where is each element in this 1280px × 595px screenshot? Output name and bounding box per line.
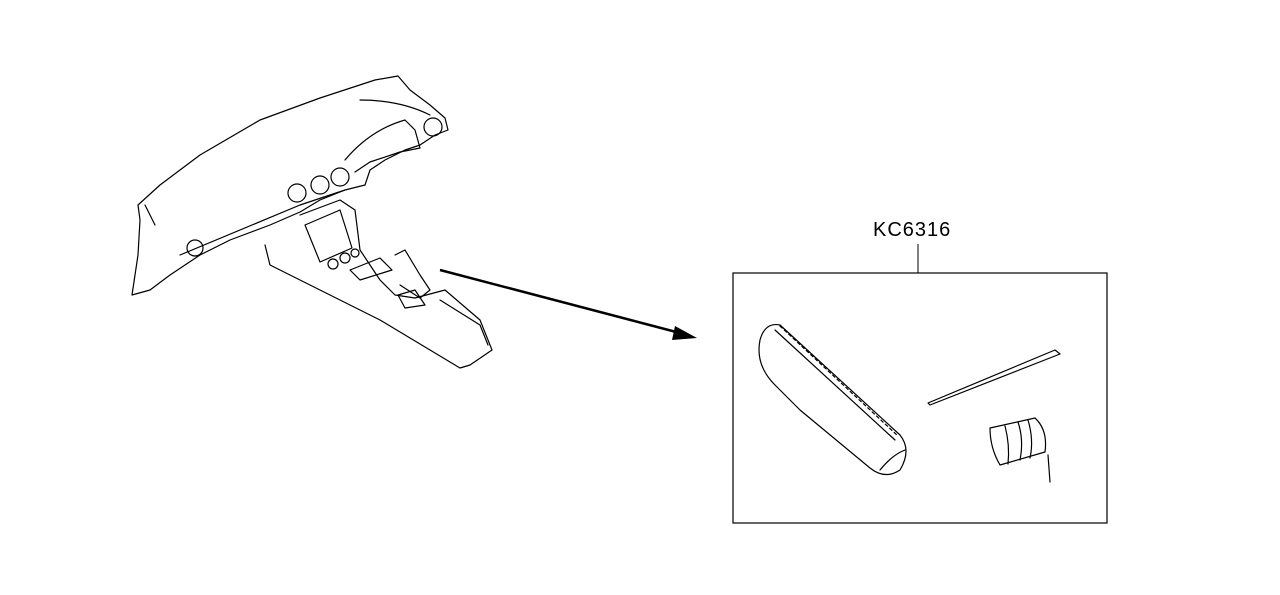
part-number-label: KC6316 bbox=[873, 219, 952, 241]
knob-part bbox=[989, 417, 1051, 483]
pointer-arrow bbox=[439, 268, 697, 340]
console-cover-part bbox=[758, 323, 907, 476]
kit-box bbox=[732, 272, 1108, 524]
trim-strip-part bbox=[927, 349, 1061, 406]
dashboard-console-illustration bbox=[131, 75, 493, 369]
